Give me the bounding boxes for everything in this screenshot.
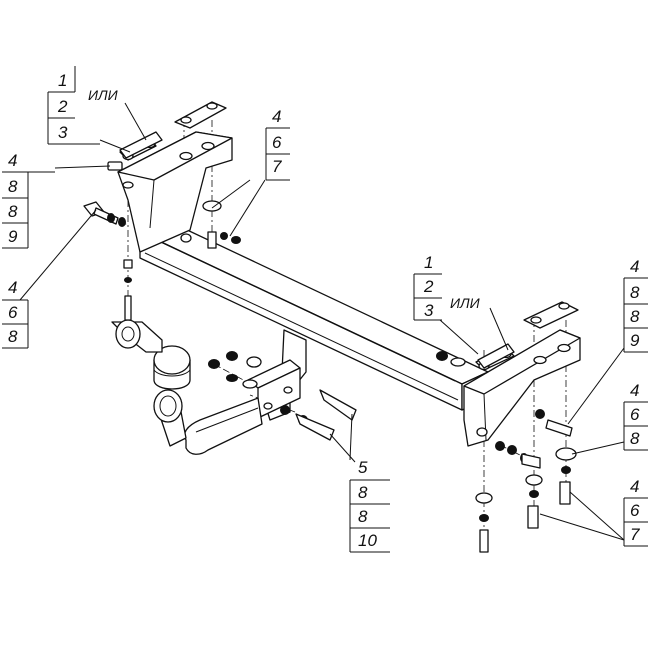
callout-label: 7 <box>272 157 282 176</box>
callout-label: 8 <box>630 429 640 448</box>
callout-label: 3 <box>58 123 68 142</box>
callout-label: 2 <box>423 277 434 296</box>
callout-center-top: 4 6 7 <box>265 107 290 181</box>
callout-left-bolt: 4 8 8 9 <box>2 151 55 249</box>
callout-label: 8 <box>630 283 640 302</box>
callout-label: 6 <box>272 133 282 152</box>
callout-label: 2 <box>57 97 68 116</box>
callout-label: 4 <box>630 477 639 496</box>
callout-label: 8 <box>358 483 368 502</box>
callout-right-mid: 4 6 8 <box>623 381 648 451</box>
callout-label: 4 <box>630 381 639 400</box>
callout-label: 9 <box>8 227 18 246</box>
callout-right-bottom: 4 6 7 <box>623 477 648 547</box>
hardware-left <box>83 131 241 321</box>
callout-right-top: 4 8 8 9 <box>623 257 648 353</box>
left-side-bracket <box>117 131 233 253</box>
callout-label: 4 <box>8 278 17 297</box>
callout-label: 4 <box>630 257 639 276</box>
callout-label: 6 <box>630 405 640 424</box>
or-note-left: ИЛИ <box>88 87 119 103</box>
callout-left-lower: 4 6 8 <box>2 278 29 349</box>
callout-label: 5 <box>358 458 368 477</box>
callout-label: 9 <box>630 331 640 350</box>
tow-ball-cap <box>153 345 191 390</box>
callout-bottom-center: 5 8 8 10 <box>349 458 390 553</box>
hardware-right <box>436 343 577 553</box>
leader-lines <box>19 102 625 541</box>
callout-label: 1 <box>58 71 67 90</box>
or-note-right: ИЛИ <box>450 295 481 311</box>
right-side-bracket <box>463 329 581 447</box>
callout-label: 7 <box>630 525 640 544</box>
callout-label: 4 <box>272 107 281 126</box>
hardware-center <box>208 351 357 441</box>
callout-label: 6 <box>630 501 640 520</box>
callout-label: 8 <box>8 327 18 346</box>
callout-label: 4 <box>8 151 17 170</box>
tow-ball-arm <box>153 389 263 455</box>
callout-label: 8 <box>8 177 18 196</box>
callout-label: 6 <box>8 303 18 322</box>
central-hitch-bracket <box>247 329 307 421</box>
callout-label: 8 <box>8 202 18 221</box>
callout-label: 3 <box>424 301 434 320</box>
callout-top-left: 1 2 3 <box>47 66 100 145</box>
callout-center-right: 1 2 3 <box>413 253 442 321</box>
main-cross-beam <box>139 219 489 411</box>
callout-label: 10 <box>358 531 377 550</box>
callout-label: 8 <box>630 307 640 326</box>
callout-label: 1 <box>424 253 433 272</box>
socket-bracket <box>111 319 163 353</box>
callout-label: 8 <box>358 507 368 526</box>
